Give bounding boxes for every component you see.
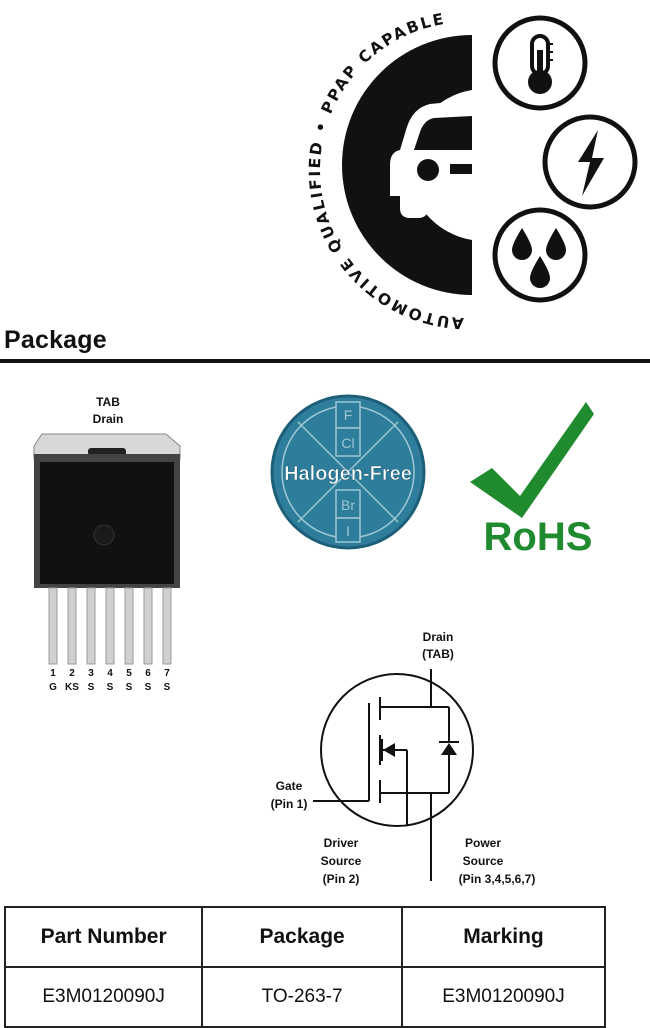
power-pin-label: (Pin 3,4,5,6,7): [459, 872, 536, 886]
header-part-number: Part Number: [3, 906, 204, 968]
header-marking: Marking: [400, 906, 607, 968]
table-header-row: Part Number Package Marking: [3, 906, 607, 968]
pin-number-2: 2: [69, 668, 75, 679]
cell-part-number: E3M0120090J: [3, 966, 204, 1028]
cell-package: TO-263-7: [201, 966, 403, 1028]
pin-number-5: 5: [126, 668, 132, 679]
element-i: I: [346, 523, 350, 539]
driver-source-label: Source: [321, 854, 362, 868]
table-row: E3M0120090J TO-263-7 E3M0120090J: [3, 966, 607, 1028]
automotive-qualified-badge: AUTOMOTIVE QUALIFIED • PPAP CAPABLE: [306, 10, 638, 330]
power-source-label: Source: [463, 854, 504, 868]
element-f: F: [344, 407, 353, 423]
car-icon: [390, 100, 472, 218]
pin-number-3: 3: [88, 668, 94, 679]
drain-pin-label: Drain: [423, 630, 454, 644]
power-label: Power: [465, 836, 501, 850]
driver-label: Driver: [324, 836, 359, 850]
rohs-label: RoHS: [484, 515, 593, 558]
package-heading: Package: [4, 326, 107, 354]
checkmark-icon: [470, 402, 594, 518]
pin-function-6: S: [145, 682, 152, 693]
pin-function-1: G: [49, 682, 57, 693]
drain-label: Drain: [93, 412, 124, 426]
heading-divider: [0, 359, 650, 363]
pin-number-7: 7: [164, 668, 170, 679]
gate-pin-label: (Pin 1): [271, 797, 308, 811]
header-package: Package: [201, 906, 403, 968]
pin-number-1: 1: [50, 668, 56, 679]
drain-tab-label: (TAB): [422, 647, 454, 661]
halogen-free-badge: F Cl Br I Halogen-Free: [270, 394, 426, 550]
pin-number-6: 6: [145, 668, 151, 679]
cell-marking: E3M0120090J: [400, 966, 607, 1028]
rohs-badge: RoHS: [470, 402, 594, 558]
mosfet-schematic: Drain (TAB) Gate (Pin 1) Driver Source (…: [271, 630, 536, 886]
element-cl: Cl: [341, 435, 354, 451]
pin-function-5: S: [126, 682, 133, 693]
thermometer-icon: [492, 15, 588, 111]
part-table: Part Number Package Marking E3M0120090J …: [3, 906, 607, 1028]
element-br: Br: [341, 497, 355, 513]
tab-label: TAB: [96, 395, 120, 409]
gate-label: Gate: [276, 779, 303, 793]
water-drops-icon: [492, 207, 588, 303]
pin-function-2: KS: [65, 682, 79, 693]
pin-number-4: 4: [107, 668, 113, 679]
halogen-free-label: Halogen-Free: [284, 463, 412, 485]
pin-function-7: S: [164, 682, 171, 693]
pin-function-4: S: [107, 682, 114, 693]
package-drawing: TAB Drain 1G 2KS 3S 4S 5S 6S 7S: [33, 395, 181, 693]
driver-pin-label: (Pin 2): [323, 872, 360, 886]
pin-function-3: S: [88, 682, 95, 693]
lightning-icon: [542, 114, 638, 210]
